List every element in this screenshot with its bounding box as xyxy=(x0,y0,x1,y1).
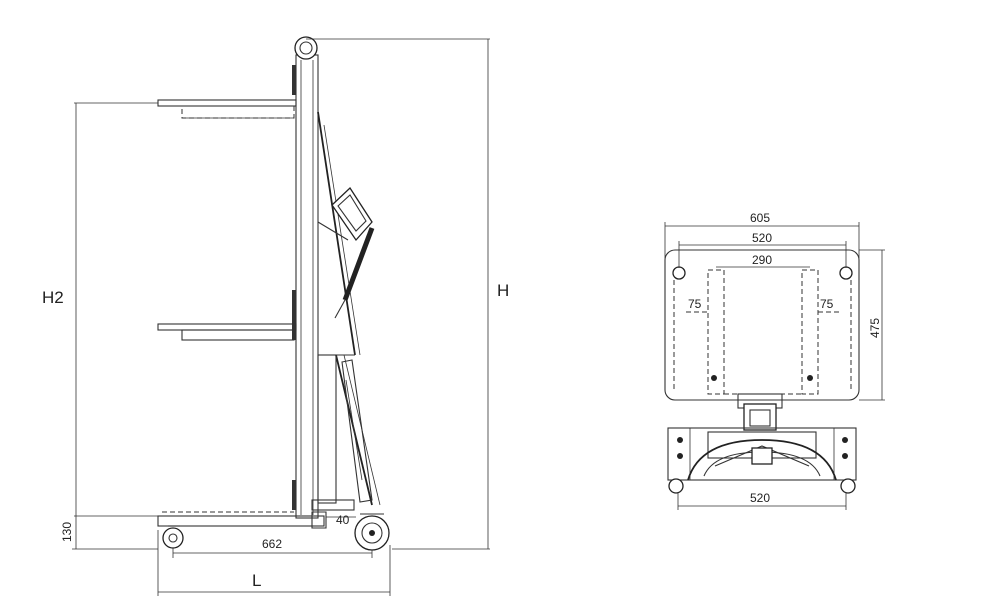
platform-lowered xyxy=(157,323,297,341)
top-view: 605 520 290 75 75 475 xyxy=(664,211,885,510)
dimension-clearance: 40 xyxy=(326,513,356,527)
dimension-lift-height: H2 xyxy=(42,102,158,517)
dimension-base-height: 130 xyxy=(60,516,158,550)
front-caster xyxy=(162,525,184,549)
mast-block xyxy=(737,393,783,431)
rear-wheel xyxy=(354,513,390,551)
label-605: 605 xyxy=(750,211,770,225)
top-platform xyxy=(664,249,860,401)
side-view: H H2 130 662 40 xyxy=(42,36,509,596)
pump-housing xyxy=(317,354,373,504)
label-40: 40 xyxy=(336,513,350,527)
label-h2: H2 xyxy=(42,288,64,307)
label-75-right: 75 xyxy=(820,297,834,311)
dimension-overall-length: L xyxy=(157,530,391,596)
dimension-wheel-track: 520 xyxy=(677,491,847,510)
label-h: H xyxy=(497,281,509,300)
dimension-offsets: 75 75 xyxy=(688,297,834,311)
dimension-wheelbase: 662 xyxy=(172,537,373,558)
label-520-top: 520 xyxy=(752,231,772,245)
top-handle xyxy=(687,439,837,481)
dimension-outer-width: 605 xyxy=(664,211,860,258)
dimension-inner-width: 290 xyxy=(716,253,810,268)
gas-spring xyxy=(334,227,375,319)
label-l: L xyxy=(252,571,261,590)
label-130: 130 xyxy=(60,522,74,542)
label-475: 475 xyxy=(868,318,882,338)
label-75-left: 75 xyxy=(688,297,702,311)
dimension-overall-height: H xyxy=(306,38,509,550)
mast-rails xyxy=(686,269,840,395)
platform-raised xyxy=(157,99,297,119)
control-box xyxy=(317,186,373,242)
base-frame xyxy=(157,499,355,529)
mast xyxy=(292,36,319,519)
label-290: 290 xyxy=(752,253,772,267)
handle-frame xyxy=(317,111,381,506)
top-casters xyxy=(668,478,856,494)
dimension-hole-spacing: 520 xyxy=(678,231,847,268)
label-662: 662 xyxy=(262,537,282,551)
dimension-depth: 475 xyxy=(859,249,885,401)
label-520-bottom: 520 xyxy=(750,491,770,505)
